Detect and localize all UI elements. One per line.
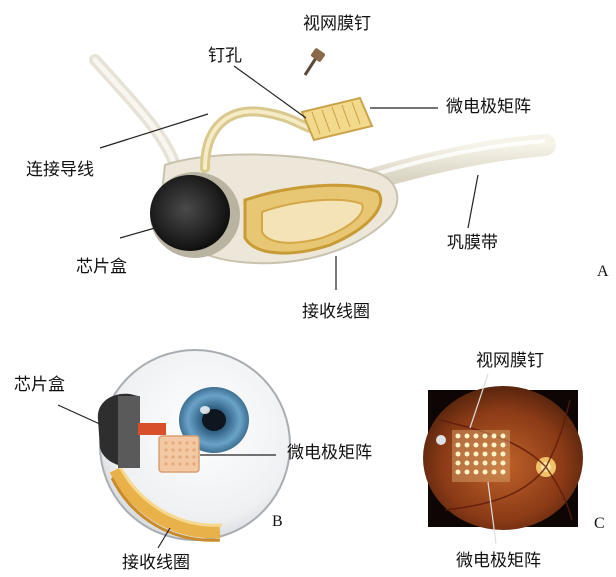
label-chip-case-a: 芯片盒 [76, 257, 127, 277]
label-retinal-tack-c: 视网膜钉 [476, 351, 544, 371]
label-retinal-tack-a: 视网膜钉 [303, 14, 371, 34]
label-receiver-coil-b: 接收线圈 [122, 553, 190, 573]
label-tack-hole: 钉孔 [208, 46, 242, 66]
chip-case-a [150, 175, 230, 251]
retinal-tack-a [305, 47, 326, 75]
panel-a-device [95, 47, 545, 263]
panel-letter-c: C [594, 514, 605, 534]
panel-c-fundus [423, 386, 583, 530]
microelectrode-array-a [302, 98, 372, 140]
label-receiver-coil-a: 接收线圈 [302, 302, 370, 322]
label-microelectrode-array-b: 微电极矩阵 [287, 443, 372, 463]
label-scleral-band: 巩膜带 [447, 233, 498, 253]
label-chip-case-b: 芯片盒 [14, 375, 65, 395]
connector-b [138, 423, 166, 435]
label-connecting-wire: 连接导线 [26, 160, 94, 180]
microelectrode-array-b [159, 436, 199, 472]
retinal-tack-c [436, 435, 446, 445]
scleral-band [370, 145, 545, 180]
panel-letter-a: A [597, 262, 609, 282]
panel-b-eye [98, 350, 290, 540]
label-microelectrode-array-c: 微电极矩阵 [456, 551, 541, 571]
label-microelectrode-array-a: 微电极矩阵 [446, 97, 531, 117]
panel-letter-b: B [272, 512, 283, 532]
